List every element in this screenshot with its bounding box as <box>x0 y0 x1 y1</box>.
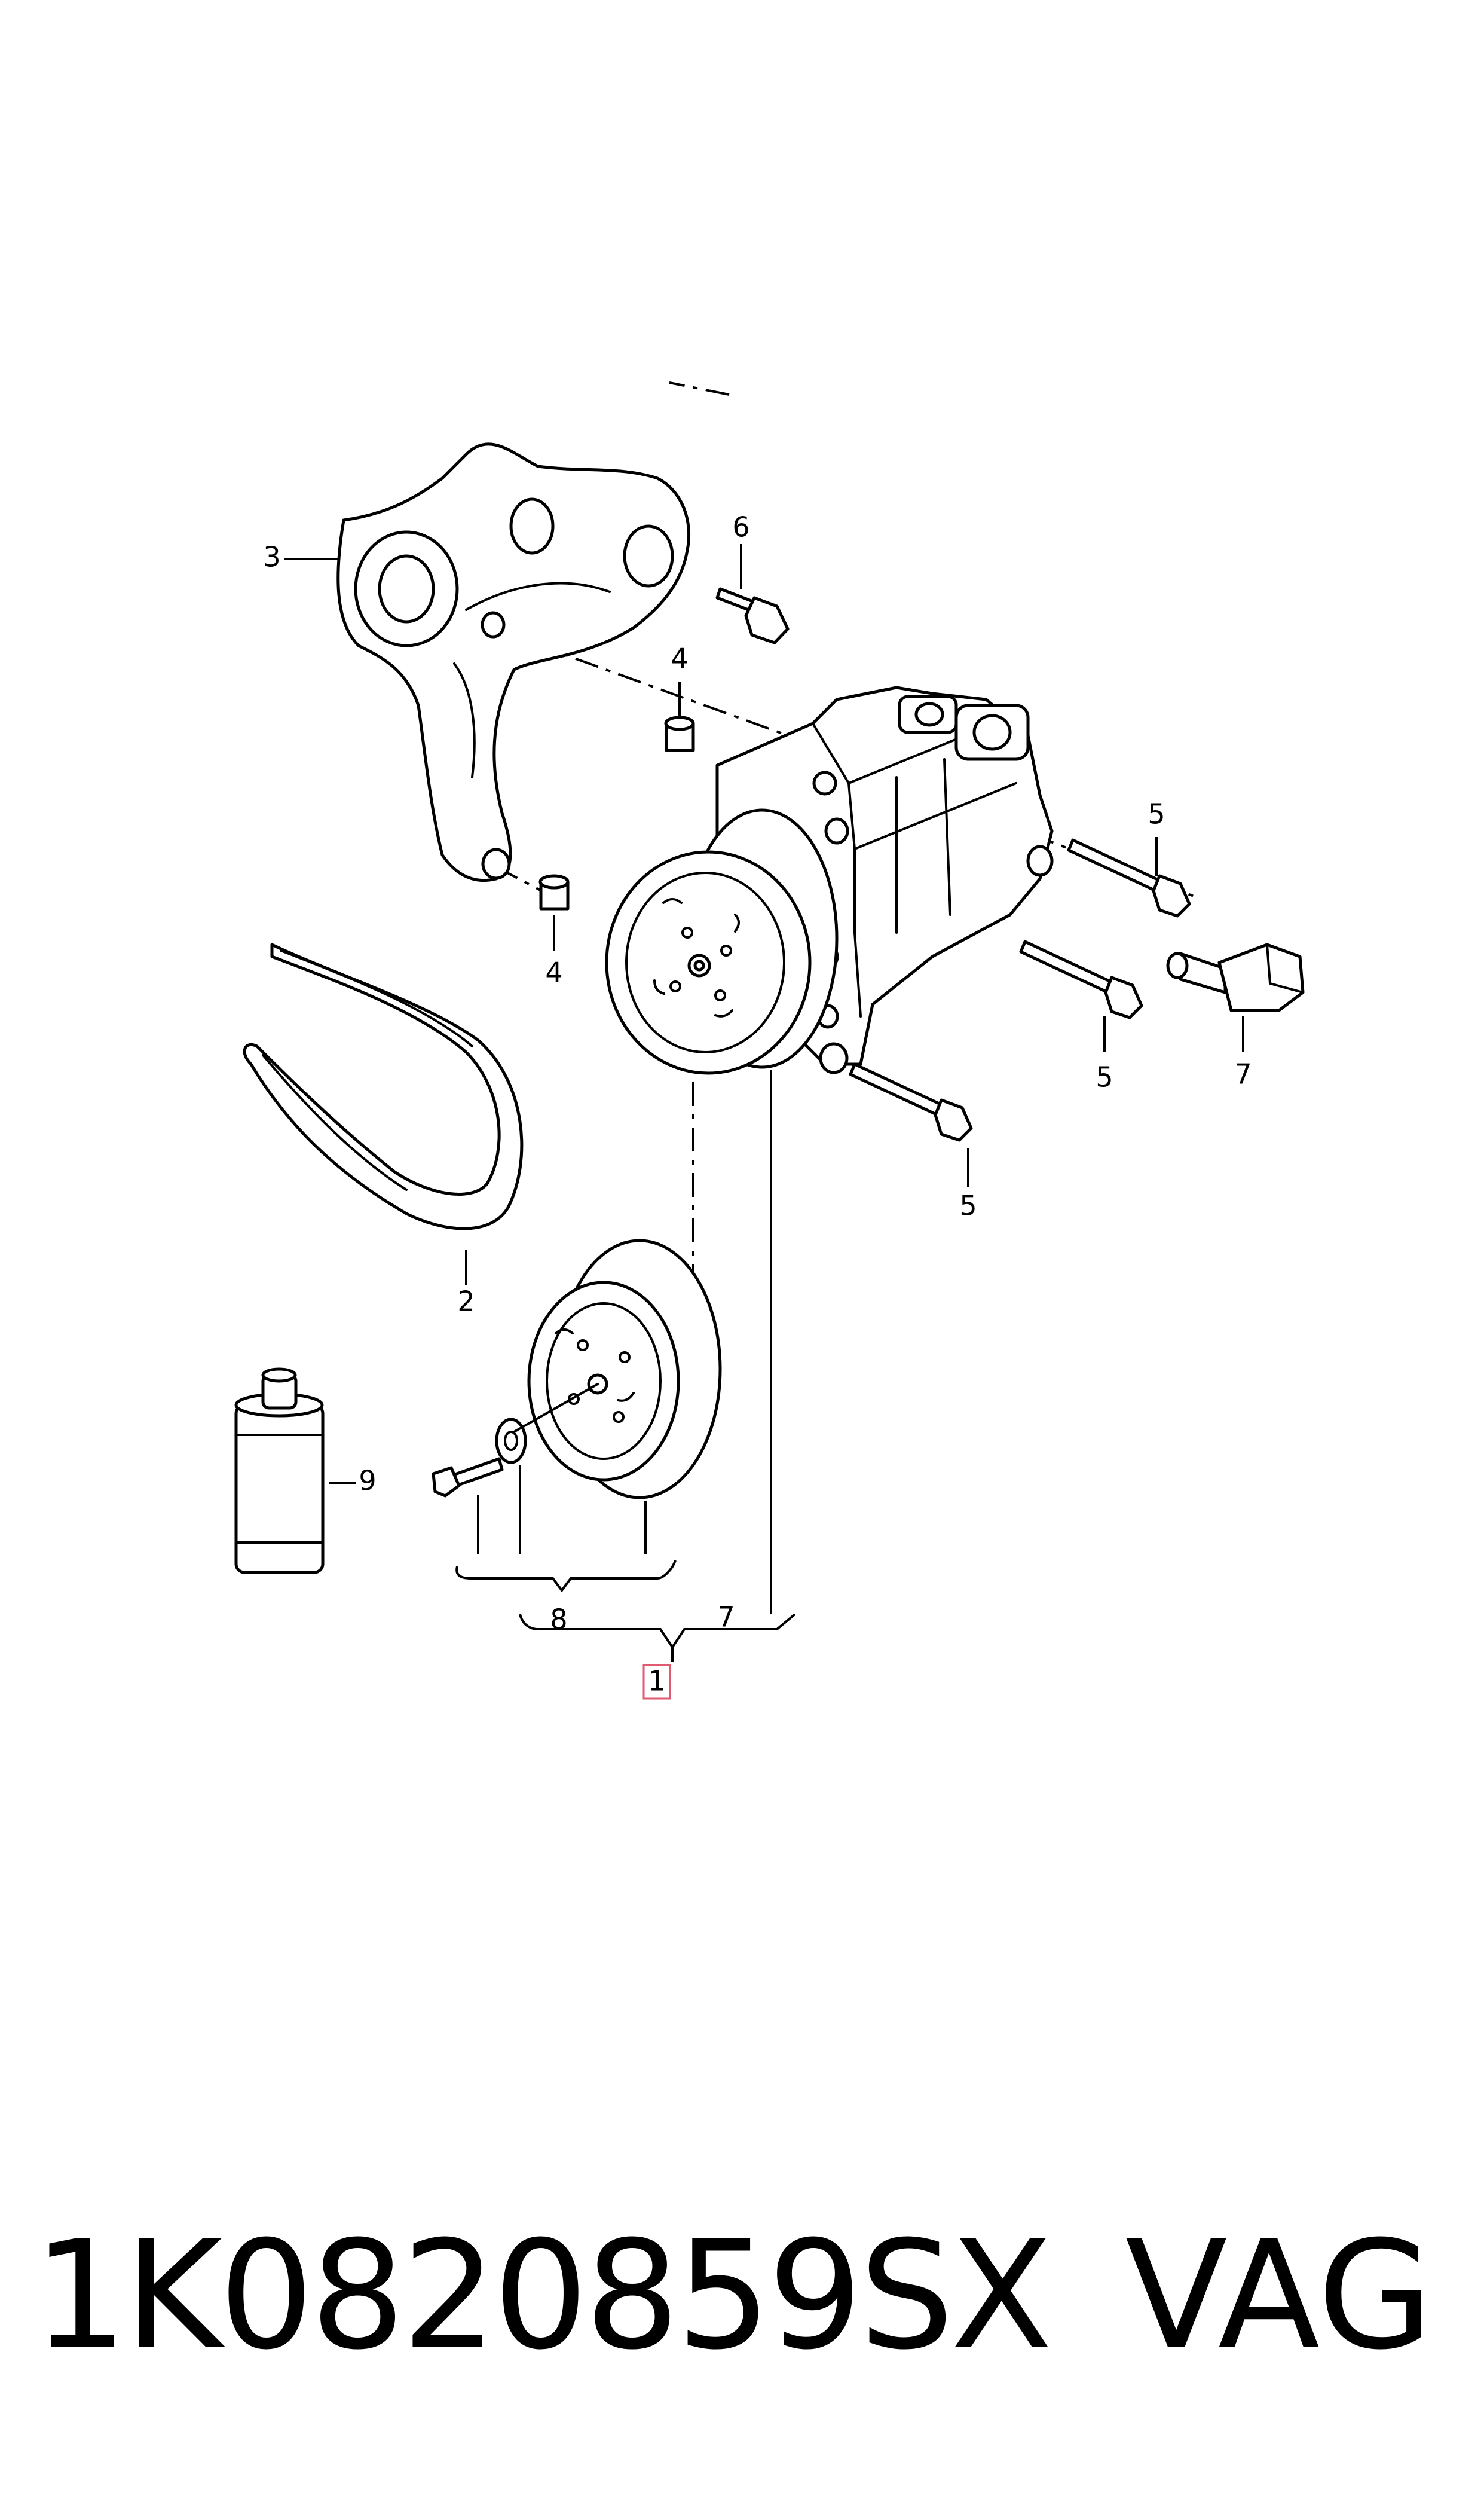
pulley-bolt-part[interactable] <box>432 1457 504 1498</box>
footer: 1K0820859SX VAG <box>0 2206 1484 2385</box>
callout-8: 8 <box>550 1603 567 1636</box>
bracket-part[interactable] <box>336 442 691 882</box>
washer-part[interactable] <box>495 1418 527 1464</box>
callout-5-upper: 5 <box>1148 798 1165 830</box>
leader-lines <box>284 544 1244 1662</box>
bolt-5-lower-part[interactable] <box>849 1062 973 1142</box>
brand-name: VAG <box>1125 2209 1433 2382</box>
callout-2: 2 <box>457 1285 475 1318</box>
part-number: 1K0820859SX <box>33 2209 1052 2382</box>
callout-1: 1 <box>648 1665 665 1697</box>
callout-4-upper: 4 <box>671 643 688 675</box>
callout-5-lower: 5 <box>959 1190 977 1222</box>
sleeve-4-upper-part[interactable] <box>664 716 695 752</box>
callout-labels: 3 6 4 4 5 5 5 7 2 9 8 7 1 <box>263 511 1252 1700</box>
callout-6: 6 <box>732 511 749 543</box>
bolt-5-upper-part[interactable] <box>1067 838 1191 918</box>
sleeve-4-lower-part[interactable] <box>538 874 570 911</box>
callout-7-group: 7 <box>717 1601 735 1633</box>
bolt-axis-line <box>513 1383 599 1433</box>
pressure-sensor-part[interactable] <box>1166 943 1305 1012</box>
ribbed-belt-part[interactable] <box>243 943 524 1230</box>
bolt-6-part[interactable] <box>715 587 790 644</box>
oil-bottle-part[interactable] <box>234 1367 325 1574</box>
bolt-5-middle-part[interactable] <box>1019 940 1143 1019</box>
callout-4-lower: 4 <box>545 957 562 989</box>
callout-5-middle: 5 <box>1096 1061 1113 1093</box>
callout-7-sensor: 7 <box>1234 1058 1252 1091</box>
callout-1-highlight-box <box>642 1664 671 1700</box>
compressor-pulley-part[interactable] <box>605 808 839 1075</box>
callout-9: 9 <box>359 1465 376 1497</box>
pulley-8-part[interactable] <box>527 1239 722 1499</box>
callout-3: 3 <box>263 541 280 573</box>
